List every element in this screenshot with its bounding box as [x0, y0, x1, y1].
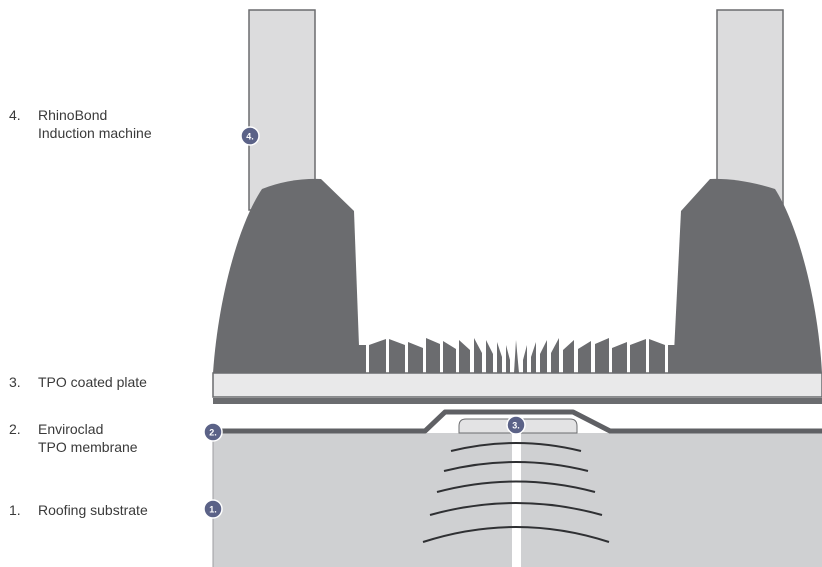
label-line1: Enviroclad [38, 421, 104, 437]
left-column [248, 9, 316, 211]
label-line2: Induction machine [38, 125, 152, 141]
badge-machine: 4. [240, 126, 260, 146]
coil-fin [408, 342, 423, 373]
badge-membrane: 2. [203, 422, 223, 442]
label-number: 1. [9, 502, 21, 518]
label-number: 4. [9, 107, 21, 123]
label-tpo-coated-plate: 3. TPO coated plate [9, 373, 147, 391]
induction-coil-fins [352, 338, 682, 373]
machine-base-plate [212, 372, 822, 398]
coil-fin [497, 342, 502, 373]
badge-label: 1. [209, 505, 217, 515]
machine-base-strip [213, 398, 822, 404]
right-column [716, 9, 784, 211]
induction-arc [443, 461, 589, 472]
coil-fin [649, 339, 665, 373]
badge-label: 4. [246, 132, 254, 142]
coil-fin [540, 340, 547, 373]
badge-circle [203, 499, 223, 519]
coil-fin [595, 338, 609, 373]
badge-label: 2. [209, 428, 217, 438]
induction-arc [422, 526, 610, 543]
coil-fin [668, 345, 682, 373]
label-number: 3. [9, 374, 21, 390]
coil-fin [474, 338, 482, 373]
coil-fin [514, 340, 519, 373]
badge-plate: 3. [506, 415, 526, 435]
coil-fin [523, 345, 527, 373]
badge-substrate: 1. [203, 499, 223, 519]
coil-fin [369, 339, 386, 373]
tpo-membrane [213, 409, 822, 434]
coil-fin [426, 338, 440, 373]
label-line1: TPO coated plate [38, 374, 147, 390]
right-machine-housing [673, 178, 822, 373]
fastener-seam [512, 433, 521, 567]
badge-circle [240, 126, 260, 146]
label-tpo-membrane: 2. Enviroclad TPO membrane [9, 420, 138, 456]
label-roofing-substrate: 1. Roofing substrate [9, 501, 148, 519]
badge-circle [506, 415, 526, 435]
badge-circle [203, 422, 223, 442]
coil-fin [551, 338, 559, 373]
coil-fin [630, 339, 646, 373]
label-line1: Roofing substrate [38, 502, 148, 518]
coil-fin [531, 342, 536, 373]
coil-fin [612, 342, 627, 373]
label-number: 2. [9, 421, 21, 437]
induction-arc [436, 480, 596, 493]
coil-fin [563, 340, 574, 373]
coil-fin [389, 339, 405, 373]
induction-arc [429, 502, 603, 516]
coil-fin [443, 341, 456, 373]
coil-fin [506, 345, 510, 373]
label-line2: TPO membrane [38, 439, 138, 455]
induction-arc [450, 442, 582, 452]
label-line1: RhinoBond [38, 107, 108, 123]
induction-field-arcs [422, 442, 610, 543]
label-induction-machine: 4. RhinoBond Induction machine [9, 106, 152, 142]
badge-label: 3. [512, 421, 520, 431]
coil-fin [578, 341, 591, 373]
coil-fin [486, 340, 493, 373]
coil-fin [459, 340, 470, 373]
coil-fin [352, 345, 366, 373]
left-machine-housing [213, 178, 360, 373]
